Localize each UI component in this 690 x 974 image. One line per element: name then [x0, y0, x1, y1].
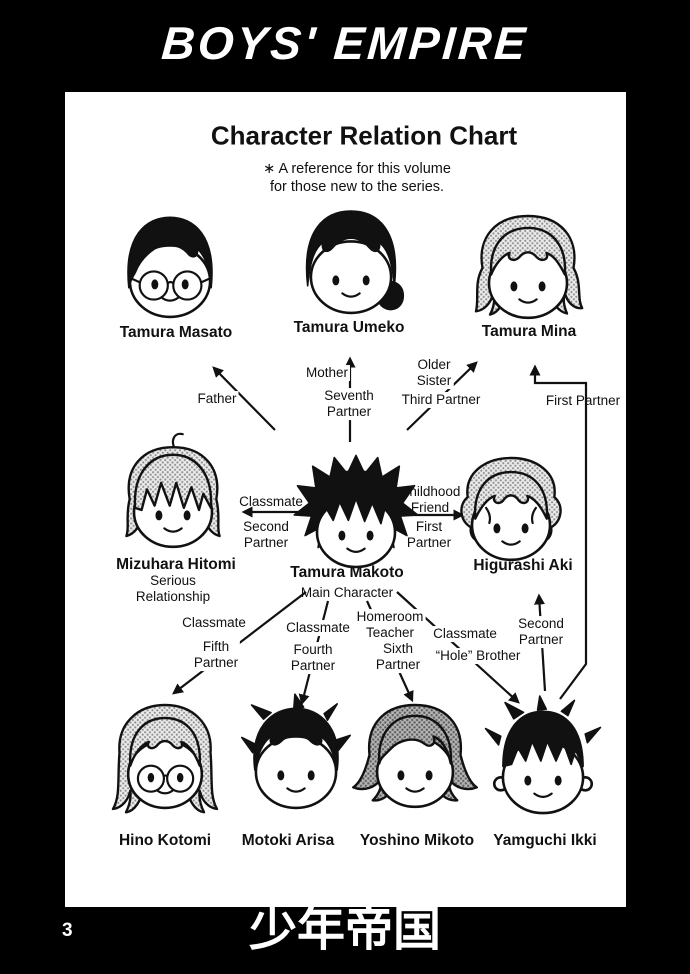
label-seventh-partner: Seventh Partner	[322, 388, 376, 420]
label-fourth-partner: Fourth Partner	[288, 642, 338, 674]
label-fifth-partner: Fifth Partner	[191, 639, 241, 671]
portrait-higurashi-aki	[446, 445, 576, 575]
character-name-aki: Higurashi Aki	[473, 557, 573, 574]
portrait-yoshino-mikoto	[350, 692, 480, 822]
label-classmate-hitomi: Classmate	[239, 494, 303, 510]
label-homeroom-teacher: Homeroom Teacher	[354, 609, 426, 641]
label-older-sister: Older Sister	[414, 357, 454, 389]
series-title-japanese: 少年帝国	[248, 901, 442, 957]
series-title-banner: BOYS' EMPIRE	[159, 17, 531, 69]
chart-note: ∗ A reference for this volume for those …	[263, 160, 451, 195]
character-name-makoto: Tamura Makoto	[290, 564, 404, 581]
label-first-partner-aki: First Partner	[406, 519, 452, 550]
character-subtitle-hitomi: Serious Relationship	[135, 572, 211, 604]
label-first-partner-mina: First Partner	[545, 393, 621, 409]
character-name-ikki: Yamguchi Ikki	[493, 832, 597, 849]
character-name-arisa: Motoki Arisa	[241, 832, 335, 849]
label-classmate-kotomi: Classmate	[180, 615, 248, 631]
character-name-umeko: Tamura Umeko	[293, 319, 405, 336]
portrait-tamura-umeko	[286, 197, 416, 327]
character-subtitle-makoto: Main Character	[300, 584, 394, 600]
label-sixth-partner: Sixth Partner	[373, 641, 423, 673]
page-number: 3	[62, 920, 73, 941]
portrait-tamura-masato	[105, 201, 235, 331]
character-name-hitomi: Mizuhara Hitomi	[116, 556, 236, 573]
character-name-mikoto: Yoshino Mikoto	[359, 832, 475, 849]
character-name-mina: Tamura Mina	[481, 323, 577, 340]
label-hole-brother: “Hole” Brother	[433, 648, 523, 664]
label-classmate-ikki: Classmate	[431, 626, 499, 642]
portrait-mizuhara-hitomi	[108, 432, 238, 562]
portrait-hino-kotomi	[100, 692, 230, 822]
label-second-partner-hitomi: Second Partner	[243, 519, 289, 550]
label-father: Father	[195, 391, 239, 407]
label-classmate-arisa: Classmate	[284, 620, 352, 636]
character-name-kotomi: Hino Kotomi	[118, 832, 212, 849]
label-second-partner-ikki: Second Partner	[516, 616, 566, 648]
character-name-masato: Tamura Masato	[119, 324, 233, 341]
portrait-yamguchi-ikki	[478, 695, 608, 825]
portrait-tamura-mina	[463, 203, 593, 333]
portrait-motoki-arisa	[231, 692, 361, 822]
chart-title: Character Relation Chart	[210, 120, 518, 151]
label-third-partner: Third Partner	[399, 392, 483, 408]
label-childhood-friend: Childhood Friend	[399, 484, 461, 515]
label-mother: Mother	[303, 365, 351, 381]
portrait-tamura-makoto	[291, 450, 421, 580]
